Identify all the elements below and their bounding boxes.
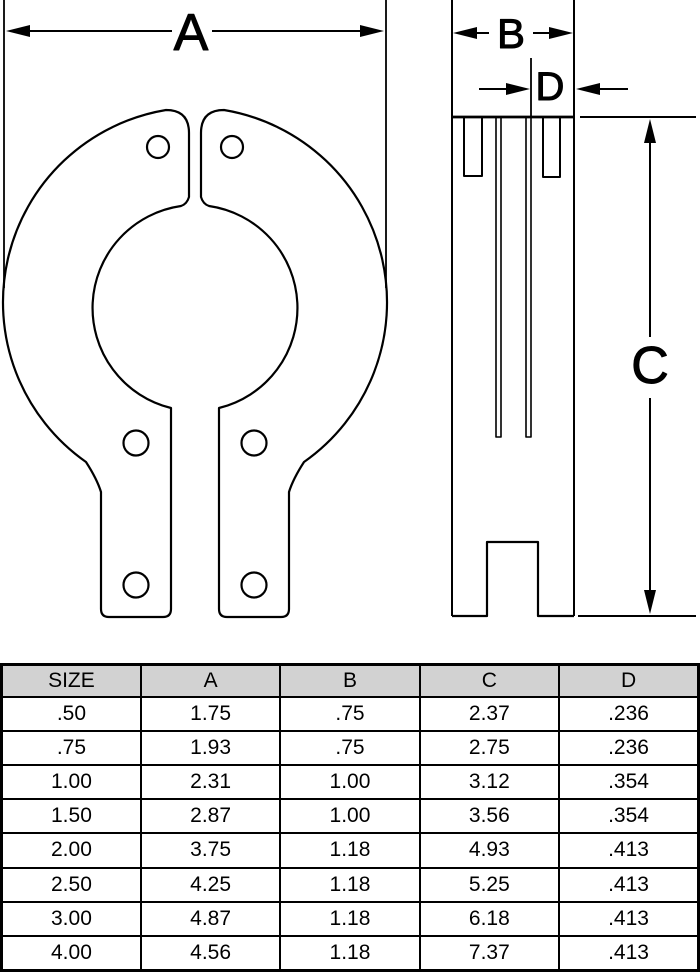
side-view-bottom-notch [452, 540, 574, 618]
clamp-left-half-outline [1, 108, 191, 619]
table-cell: 3.56 [418, 798, 561, 835]
table-cell: 3.00 [0, 900, 142, 937]
size-table: SIZE A B C D .50 1.75 .75 2.37 .236 .75 … [0, 663, 700, 972]
table-cell: 2.37 [418, 695, 561, 733]
table-cell: 3.12 [418, 764, 561, 801]
table-cell: 1.00 [279, 798, 421, 835]
table-cell: 6.18 [418, 900, 561, 937]
table-row: .75 1.93 .75 2.75 .236 [0, 730, 700, 767]
bolt-hole [122, 429, 150, 457]
table-cell: .413 [558, 934, 700, 972]
table-cell: 1.00 [0, 764, 142, 801]
table-cell: 4.25 [139, 866, 282, 903]
table-row: 3.00 4.87 1.18 6.18 .413 [0, 900, 700, 937]
table-cell: 4.87 [139, 900, 282, 937]
dimension-b: B [453, 10, 573, 58]
front-view: A [1, 0, 389, 619]
hole-slot [542, 117, 561, 178]
hole-slot [463, 117, 483, 177]
dimension-label-c: C [631, 337, 669, 395]
clamp-right-half-outline [199, 108, 389, 619]
column-header-d: D [558, 663, 700, 698]
table-cell: 5.25 [418, 866, 561, 903]
table-cell: .236 [558, 695, 700, 733]
table-cell: .75 [279, 695, 421, 733]
table-row: .50 1.75 .75 2.37 .236 [0, 695, 700, 733]
split-slit [495, 117, 502, 438]
table-cell: 2.00 [0, 832, 142, 869]
arrowhead-up [644, 119, 656, 143]
table-cell: 4.93 [418, 832, 561, 869]
table-cell: 1.18 [279, 866, 421, 903]
table-cell: .75 [279, 730, 421, 767]
bolt-hole [219, 134, 245, 160]
table-cell: 3.75 [139, 832, 282, 869]
technical-drawing: A B [1, 0, 696, 619]
table-cell: 2.75 [418, 730, 561, 767]
table-cell: 1.18 [279, 900, 421, 937]
table-cell: .413 [558, 866, 700, 903]
arrowhead-right [506, 83, 530, 95]
dimension-label-a: A [174, 4, 209, 62]
table-cell: 1.00 [279, 764, 421, 801]
arrowhead-down [644, 590, 656, 614]
column-header-c: C [418, 663, 561, 698]
dimension-c: C [578, 116, 696, 617]
table-cell: 4.00 [0, 934, 142, 972]
table-cell: 4.56 [139, 934, 282, 972]
table-row: 1.00 2.31 1.00 3.12 .354 [0, 764, 700, 801]
arrowhead-left [576, 83, 600, 95]
table-header-row: SIZE A B C D [0, 663, 700, 698]
arrowhead-left [453, 27, 477, 39]
table-cell: .50 [0, 695, 142, 733]
column-header-size: SIZE [0, 663, 142, 698]
side-view: B D C [451, 0, 696, 618]
table-cell: .354 [558, 798, 700, 835]
table-cell: 2.87 [139, 798, 282, 835]
arrowhead-left [6, 25, 30, 37]
arrowhead-right [549, 27, 573, 39]
table-cell: 2.50 [0, 866, 142, 903]
table-cell: 1.75 [139, 695, 282, 733]
column-header-a: A [139, 663, 282, 698]
table-cell: 7.37 [418, 934, 561, 972]
table-cell: .413 [558, 900, 700, 937]
table-cell: .413 [558, 832, 700, 869]
table-cell: 1.18 [279, 934, 421, 972]
dimension-a: A [6, 4, 384, 63]
table-cell: 1.18 [279, 832, 421, 869]
bolt-hole [122, 571, 150, 599]
dimension-label-b: B [497, 10, 525, 57]
column-header-b: B [279, 663, 421, 698]
bolt-hole [240, 429, 268, 457]
table-row: 2.50 4.25 1.18 5.25 .413 [0, 866, 700, 903]
table-cell: .354 [558, 764, 700, 801]
table-cell: 2.31 [139, 764, 282, 801]
table-cell: .75 [0, 730, 142, 767]
table-cell: .236 [558, 730, 700, 767]
table-row: 4.00 4.56 1.18 7.37 .413 [0, 934, 700, 972]
split-slit [525, 117, 532, 438]
arrowhead-right [360, 25, 384, 37]
table-row: 1.50 2.87 1.00 3.56 .354 [0, 798, 700, 835]
table-cell: 1.93 [139, 730, 282, 767]
bolt-hole [145, 134, 171, 160]
dimension-d: D [479, 58, 628, 117]
table-row: 2.00 3.75 1.18 4.93 .413 [0, 832, 700, 869]
table-cell: 1.50 [0, 798, 142, 835]
bolt-hole [240, 571, 268, 599]
dimension-label-d: D [536, 65, 565, 109]
